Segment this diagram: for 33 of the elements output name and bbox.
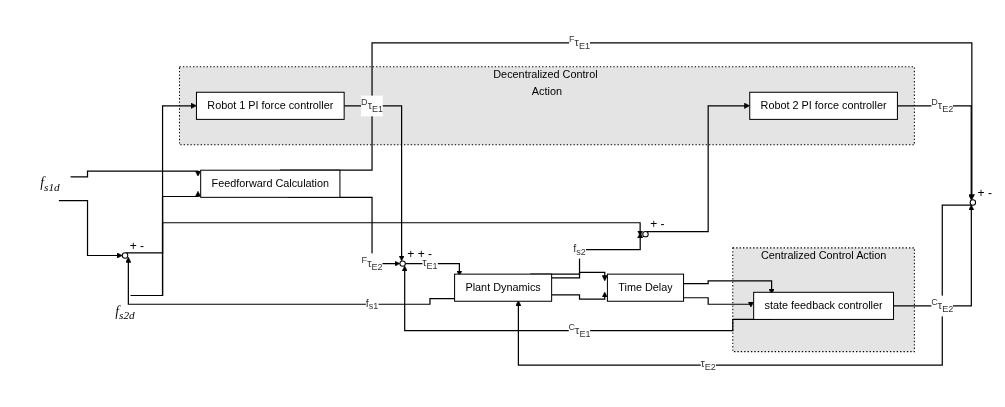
- arrow: [515, 204, 973, 366]
- edge-label: $^{F}$τ$_{E2}$: [361, 254, 383, 272]
- node-box: state feedback controller: [753, 291, 895, 320]
- arrow: [551, 291, 608, 300]
- node-box: Time Delay: [606, 273, 685, 302]
- edge-label: $^{D}$τ$_{E1}$: [361, 96, 383, 115]
- node-box: Plant Dynamics: [454, 273, 553, 302]
- edge-label: $^{D}$τ$_{E2}$: [931, 96, 954, 115]
- node-box: Feedforward Calculation: [200, 169, 341, 198]
- junction-sign: + -: [977, 185, 992, 200]
- arrow: [125, 102, 197, 254]
- node-circle: [969, 199, 977, 206]
- node-circle: [121, 252, 129, 259]
- edge-label: $^{F}$τ$_{E1}$: [569, 33, 590, 52]
- node-text: f$_{s2d}$: [115, 303, 135, 322]
- edge-label: $^{C}$τ$_{E2}$: [931, 296, 954, 315]
- node-circle: [642, 230, 649, 238]
- arrow: [646, 102, 750, 233]
- edge-label: f$_{s2}$: [573, 242, 586, 257]
- edge-label: τ$_{E1}$: [422, 256, 438, 271]
- node-text: f$_{s1d}$: [40, 174, 60, 194]
- node-box: Robot 1 PI force controller: [195, 91, 345, 120]
- arrow: [129, 190, 201, 297]
- node-circle: [399, 260, 406, 267]
- arrow: [551, 271, 608, 282]
- node-box: Robot 2 PI force controller: [749, 91, 898, 120]
- edge-label: $^{C}$τ$_{E1}$: [568, 321, 591, 339]
- junction-sign: + -: [129, 238, 145, 253]
- arrow: [69, 170, 201, 178]
- junction-sign: + -: [650, 217, 665, 232]
- edge-label: τ$_{E2}$: [700, 358, 716, 373]
- arrow: [58, 200, 123, 259]
- edge-label: f$_{s1}$: [365, 297, 379, 312]
